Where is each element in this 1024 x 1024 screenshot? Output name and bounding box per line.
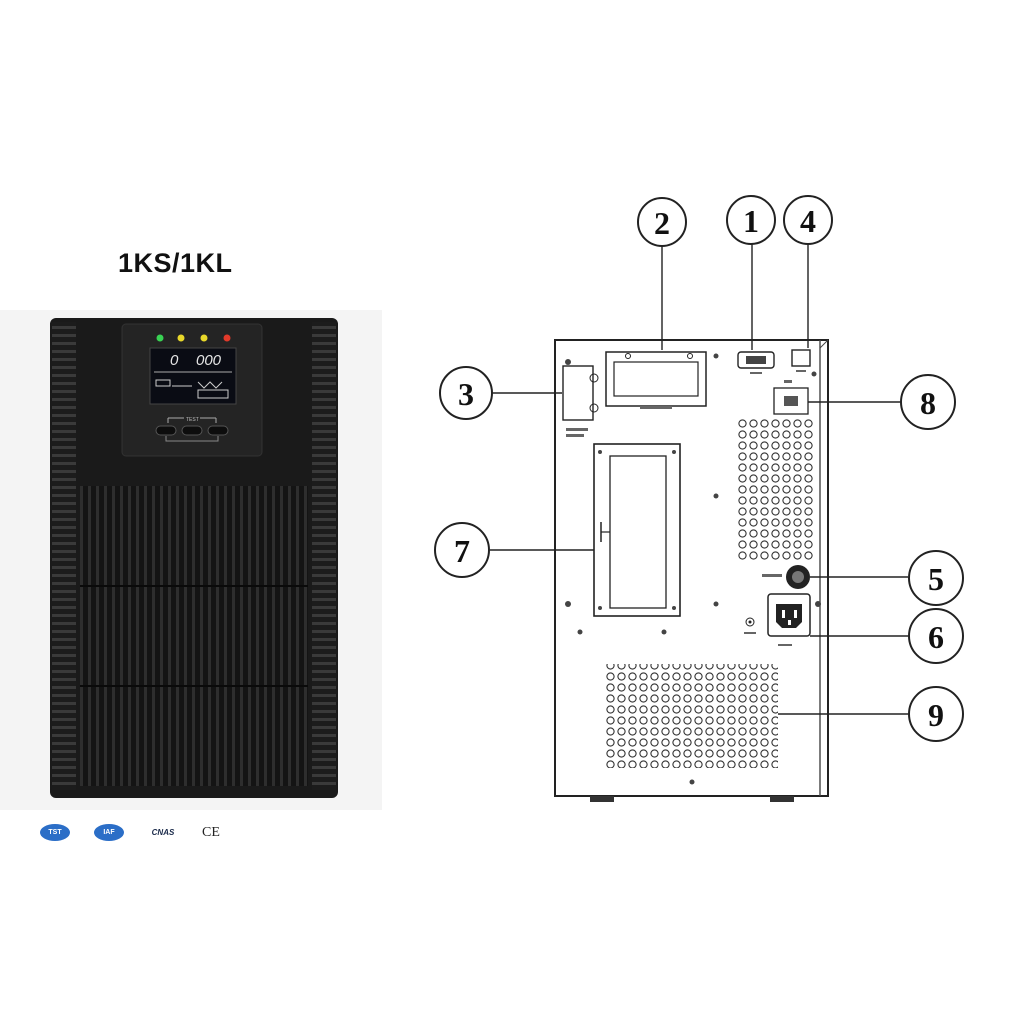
lower-vent	[604, 664, 778, 768]
svg-text:3: 3	[458, 376, 474, 412]
tst-logo: TST	[40, 824, 70, 841]
led-yellow-1	[177, 334, 185, 342]
callout-8: 8	[900, 374, 956, 430]
callout-5: 5	[908, 550, 964, 606]
upper-vent	[736, 418, 814, 560]
svg-text:6: 6	[928, 619, 944, 655]
ups-front-illustration: 0 000 TEST	[50, 318, 338, 798]
button-off[interactable]	[207, 425, 229, 436]
button-select[interactable]	[181, 425, 203, 436]
callout-3: 3	[439, 366, 493, 420]
callout-9: 9	[908, 686, 964, 742]
certification-logos: TST IAF CNAS CE	[40, 824, 220, 841]
external-battery-connector	[562, 365, 599, 437]
led-red	[223, 334, 231, 342]
ac-input-socket	[744, 593, 811, 646]
lcd-right-value: 000	[196, 352, 222, 369]
intelligent-slot	[605, 351, 707, 409]
led-yellow-2	[200, 334, 208, 342]
leader-lines	[490, 244, 908, 715]
svg-text:1: 1	[743, 203, 759, 239]
svg-text:2: 2	[654, 205, 670, 241]
usb-port	[791, 349, 811, 372]
led-green	[156, 334, 164, 342]
callout-2: 2	[637, 197, 687, 247]
svg-text:7: 7	[454, 533, 470, 569]
battery-cover	[593, 443, 681, 617]
model-title: 1KS/1KL	[118, 248, 233, 278]
svg-text:5: 5	[928, 561, 944, 597]
button-on[interactable]	[155, 425, 177, 436]
right-side-vents	[312, 322, 336, 790]
iaf-logo: IAF	[94, 824, 124, 841]
ups-front-photo: 0 000 TEST	[0, 310, 382, 810]
svg-text:9: 9	[928, 697, 944, 733]
lcd-left-value: 0	[170, 352, 179, 369]
callout-7: 7	[434, 522, 490, 578]
svg-text:4: 4	[800, 203, 816, 239]
rs232-port	[737, 351, 775, 374]
callout-1: 1	[726, 195, 776, 245]
callout-6: 6	[908, 608, 964, 664]
left-side-vents	[52, 322, 76, 790]
cnas-logo: CNAS	[151, 828, 175, 837]
rear-cabinet	[554, 339, 829, 802]
circuit-breaker	[762, 565, 810, 589]
svg-text:8: 8	[920, 385, 936, 421]
front-vent-grille	[80, 486, 308, 786]
test-label: TEST	[186, 417, 199, 423]
ce-mark: CE	[202, 824, 220, 840]
waveform-icon	[197, 381, 223, 389]
lcd-display	[149, 347, 237, 405]
battery-icon	[155, 379, 171, 387]
callout-4: 4	[783, 195, 833, 245]
epo-terminal	[773, 380, 809, 415]
